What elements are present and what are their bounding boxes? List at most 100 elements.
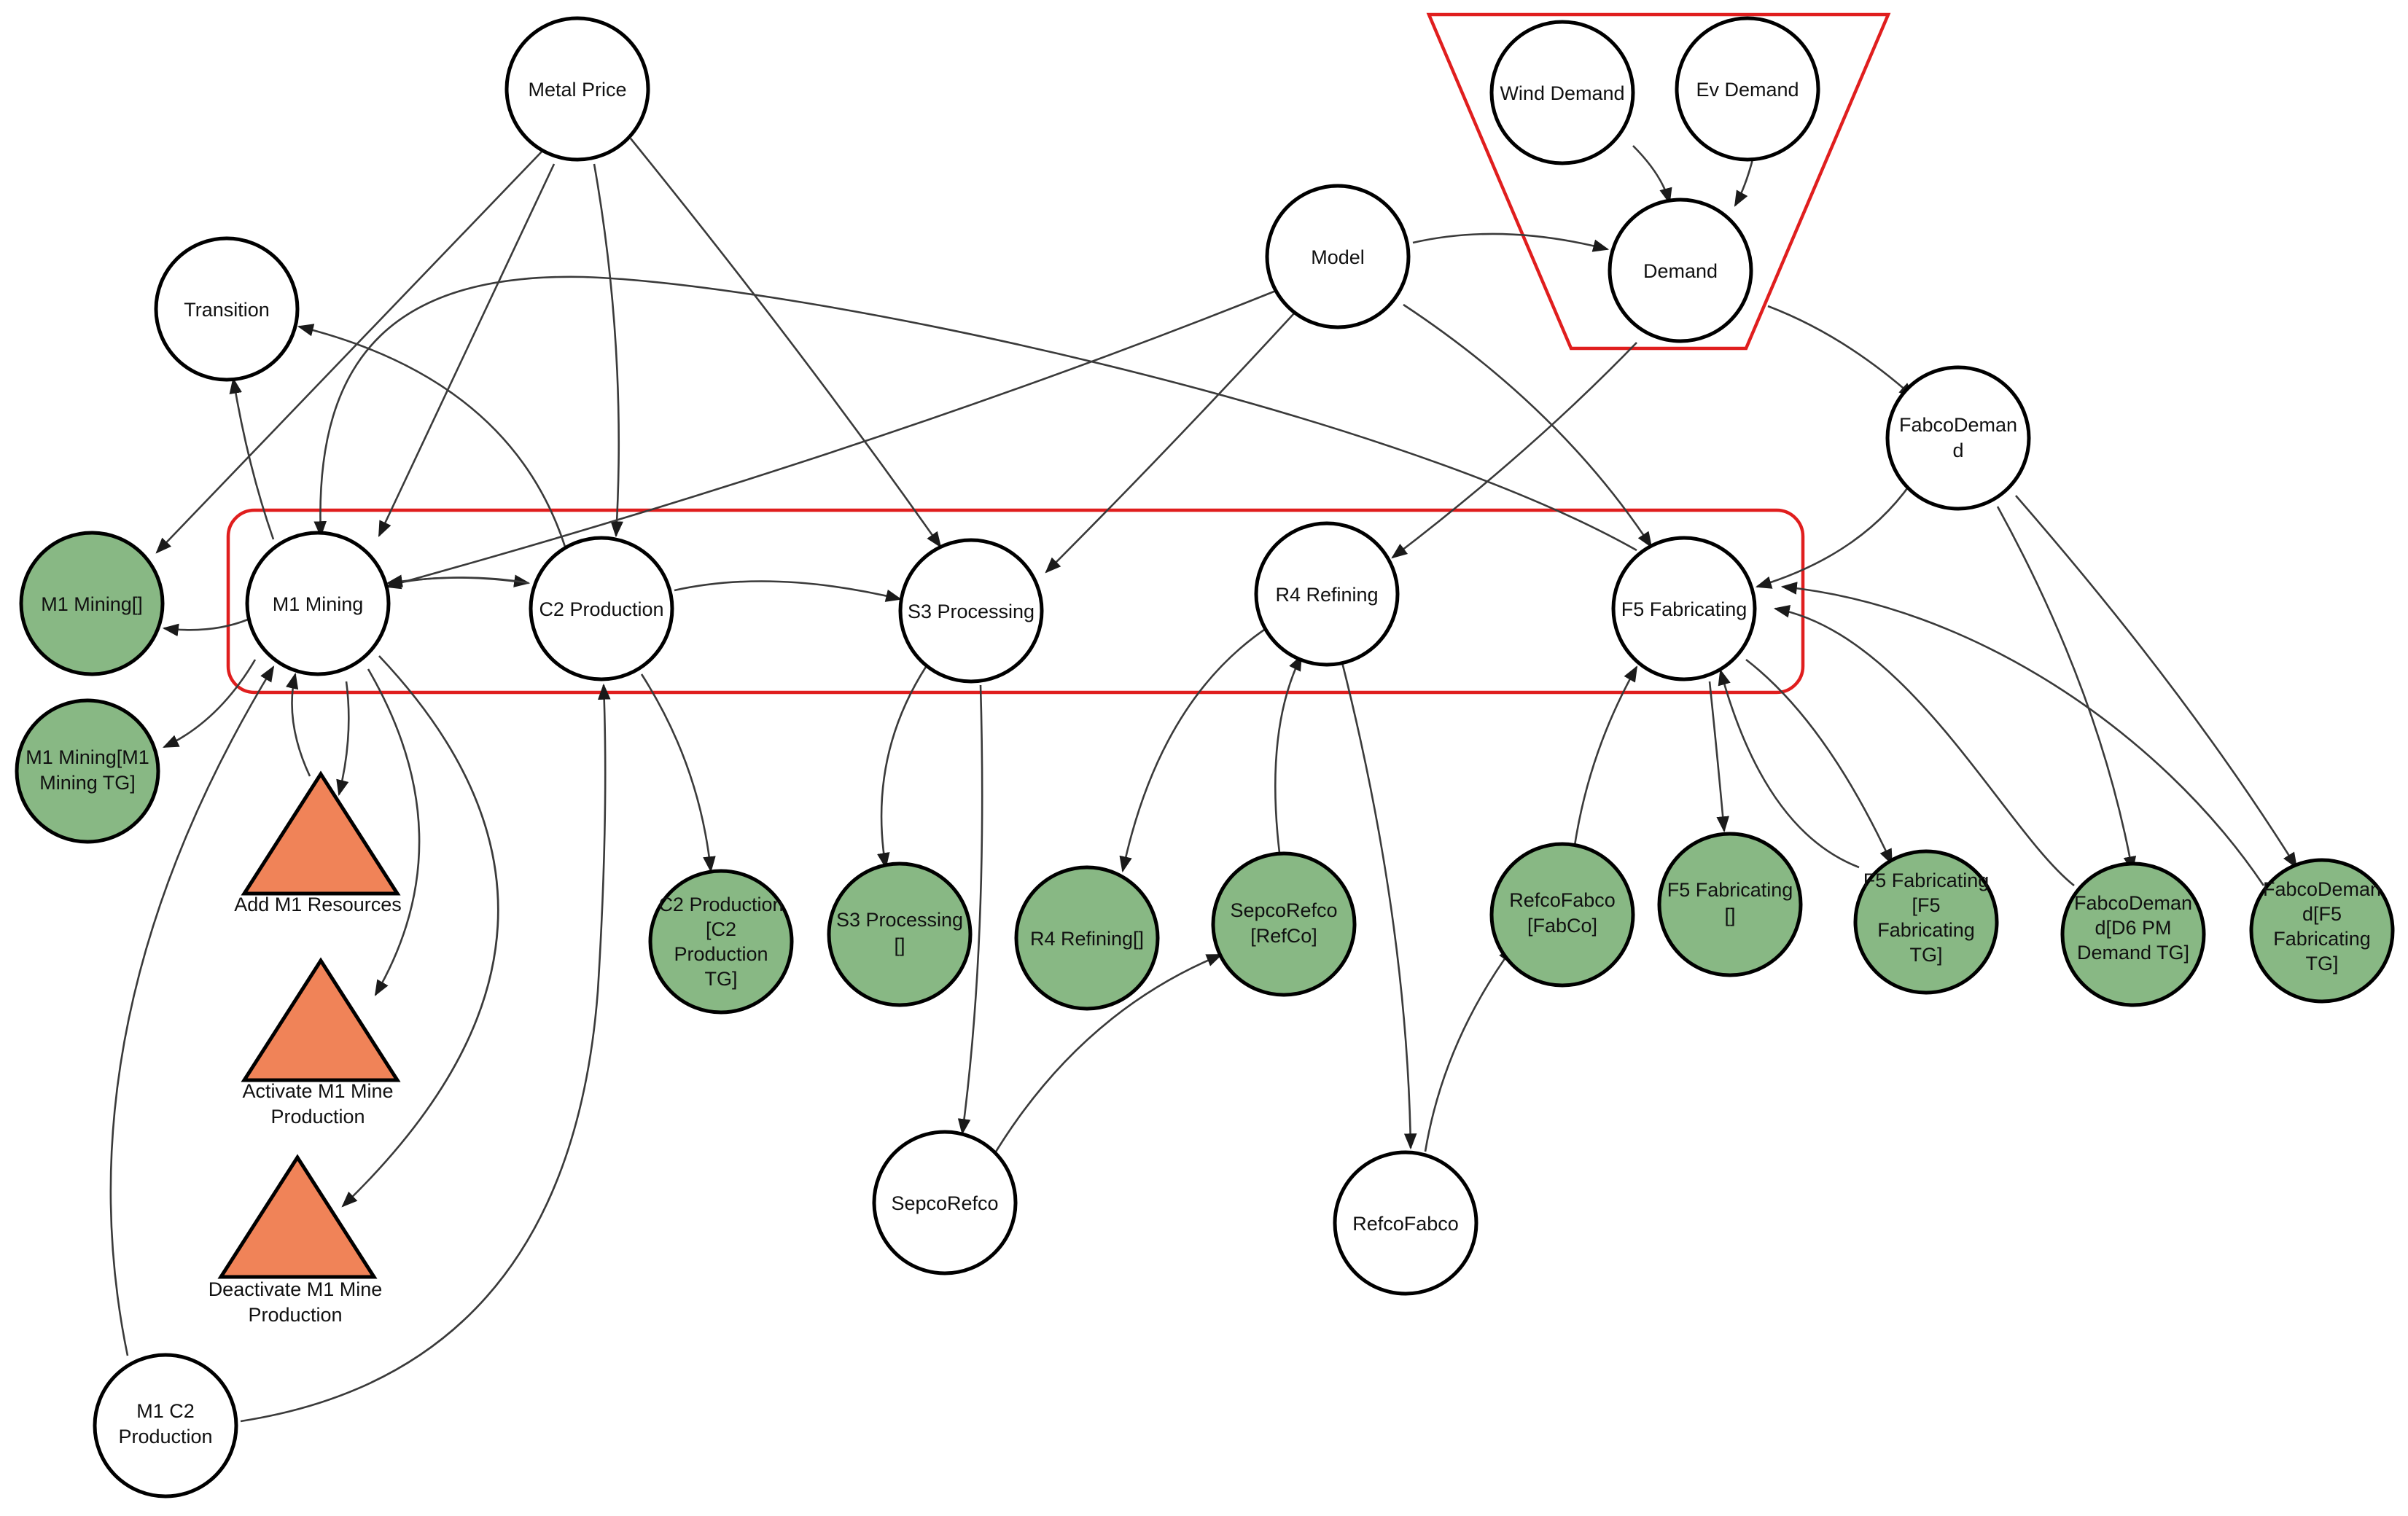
action-deactivate-m1-mine-production[interactable]: Deactivate M1 Mine Production	[209, 1154, 383, 1326]
node-transition[interactable]: Transition	[154, 236, 300, 382]
edge-f5-fabricating-tg-to-f5-fabricating	[1718, 668, 1860, 869]
node-refco-fabco-fabco[interactable]: RefcoFabco [FabCo]	[1489, 842, 1635, 988]
node-wind-demand[interactable]: Wind Demand	[1489, 20, 1635, 165]
node-demand[interactable]: Demand	[1608, 198, 1753, 343]
node-c2-production-tg[interactable]: C2 Production [C2 Production TG]	[648, 869, 794, 1015]
node-sepco-refco[interactable]: SepcoRefco	[872, 1130, 1018, 1275]
node-label-m1-mining-tg-1: M1 Mining[M1	[26, 746, 149, 768]
node-label-m1-c2-production-2: Production	[118, 1426, 212, 1447]
node-label-f5-fabricating: F5 Fabricating	[1621, 598, 1747, 620]
edge-s3-processing-to-sepco-refco	[957, 684, 983, 1136]
edge-c2-production-to-m1-mining	[386, 574, 529, 587]
node-label-demand: Demand	[1643, 260, 1718, 282]
node-label-metal-price: Metal Price	[528, 79, 626, 101]
edge-demand-to-fabco-demand	[1767, 305, 1915, 399]
edge-fabco-demand-to-fabco-demand-f5	[2015, 495, 2298, 869]
edge-metal-price-to-m1-mining-arr	[155, 149, 544, 554]
node-label-m1-mining-arr: M1 Mining[]	[41, 593, 143, 615]
value-chain-frame	[226, 508, 1805, 695]
edge-demand-to-r4-refining	[1391, 342, 1637, 559]
edge-refco-fabco-fabco-to-f5-fabricating	[1573, 665, 1638, 846]
action-label-deactivate-1: Deactivate M1 Mine	[209, 1278, 383, 1300]
node-metal-price[interactable]: Metal Price	[504, 16, 650, 162]
node-label-fabco-demand-1: FabcoDeman	[1899, 414, 2017, 436]
edge-m1-c2-production-to-m1-mining	[109, 665, 275, 1356]
action-label-activate-2: Production	[270, 1106, 365, 1128]
action-label-deactivate-2: Production	[248, 1304, 342, 1326]
node-label-sepco-refco-refco-1: SepcoRefco	[1230, 899, 1337, 921]
variable-nodes: M1 Mining[] M1 Mining[M1 Mining TG] C2 P…	[15, 531, 2395, 1015]
node-label-f5-fabricating-tg-4: TG]	[1910, 944, 1943, 966]
node-label-fabco-demand-2: d	[1952, 439, 1963, 461]
edge-ev-demand-to-demand	[1734, 156, 1755, 207]
edge-fabco-demand-to-f5-fabricating	[1755, 473, 1919, 589]
node-r4-refining[interactable]: R4 Refining	[1254, 521, 1400, 667]
edge-model-to-s3-processing	[1045, 313, 1295, 574]
edge-m1-mining-to-add-m1-resources	[336, 681, 350, 797]
node-ev-demand[interactable]: Ev Demand	[1675, 16, 1820, 162]
edge-model-to-demand	[1412, 233, 1610, 252]
node-f5-fabricating-tg[interactable]: F5 Fabricating [F5 Fabricating TG]	[1853, 849, 1999, 995]
node-m1-mining[interactable]: M1 Mining	[245, 531, 391, 676]
edge-m1-mining-to-m1-mining-tg	[163, 659, 257, 749]
node-label-m1-mining: M1 Mining	[273, 593, 364, 615]
node-label-r4-refining: R4 Refining	[1275, 584, 1378, 606]
edge-s3-processing-to-s3-processing-arr	[877, 666, 927, 870]
node-label-fabco-demand-f5-4: TG]	[2306, 953, 2339, 974]
node-sepco-refco-refco[interactable]: SepcoRefco [RefCo]	[1211, 851, 1357, 997]
node-label-sepco-refco: SepcoRefco	[891, 1192, 998, 1214]
node-label-c2-production: C2 Production	[539, 598, 663, 620]
node-f5-fabricating[interactable]: F5 Fabricating	[1611, 536, 1757, 681]
action-label-activate-1: Activate M1 Mine	[242, 1080, 393, 1102]
stock-nodes: Metal Price Wind Demand Ev Demand Demand…	[93, 16, 2031, 1499]
node-m1-mining-arr[interactable]: M1 Mining[]	[19, 531, 165, 676]
node-label-fabco-demand-f5-2: d[F5	[2302, 903, 2342, 925]
node-label-transition: Transition	[184, 299, 270, 321]
node-fabco-demand[interactable]: FabcoDeman d	[1885, 365, 2031, 511]
edge-r4-refining-to-r4-refining-arr	[1119, 625, 1269, 873]
edge-sepco-refco-to-sepco-refco-refco	[990, 953, 1223, 1160]
node-label-fabco-demand-d6-2: d[D6 PM	[2095, 917, 2171, 939]
node-c2-production[interactable]: C2 Production	[529, 536, 674, 681]
node-label-ev-demand: Ev Demand	[1696, 79, 1799, 101]
action-add-m1-resources[interactable]: Add M1 Resources	[234, 770, 402, 915]
node-label-fabco-demand-d6-3: Demand TG]	[2077, 942, 2189, 964]
node-s3-processing[interactable]: S3 Processing	[898, 538, 1044, 684]
node-s3-processing-arr[interactable]: S3 Processing []	[827, 861, 973, 1007]
node-fabco-demand-f5[interactable]: FabcoDeman d[F5 Fabricating TG]	[2249, 858, 2395, 1004]
node-label-sepco-refco-refco-2: [RefCo]	[1250, 925, 1317, 947]
edge-c2-production-to-s3-processing	[674, 580, 903, 602]
node-label-s3-processing: S3 Processing	[908, 601, 1034, 622]
node-label-refco-fabco: RefcoFabco	[1352, 1213, 1459, 1235]
edge-metal-price-to-c2-production	[593, 163, 623, 538]
edge-f5-fabricating-to-f5-fabricating-tg	[1745, 658, 1893, 865]
node-refco-fabco[interactable]: RefcoFabco	[1333, 1150, 1478, 1296]
edge-metal-price-to-s3-processing	[629, 138, 942, 548]
node-label-c2-production-tg-1: C2 Production	[658, 894, 783, 915]
edges	[109, 138, 2298, 1423]
node-r4-refining-arr[interactable]: R4 Refining[]	[1014, 865, 1160, 1011]
edge-fabco-demand-d6-to-f5-fabricating	[1773, 605, 2075, 887]
node-label-f5-fabricating-tg-2: [F5	[1912, 894, 1940, 916]
node-label-model: Model	[1311, 246, 1365, 268]
node-fabco-demand-d6[interactable]: FabcoDeman d[D6 PM Demand TG]	[2060, 861, 2206, 1007]
node-f5-fabricating-arr[interactable]: F5 Fabricating []	[1657, 832, 1803, 977]
node-label-wind-demand: Wind Demand	[1500, 82, 1624, 104]
action-nodes: Add M1 Resources Activate M1 Mine Produc…	[209, 770, 402, 1326]
node-label-fabco-demand-f5-3: Fabricating	[2273, 928, 2371, 950]
node-m1-mining-tg[interactable]: M1 Mining[M1 Mining TG]	[15, 698, 160, 844]
edge-model-to-m1-mining	[384, 286, 1284, 590]
demand-group-frame	[1426, 12, 1891, 351]
node-label-r4-refining-arr: R4 Refining[]	[1030, 928, 1144, 950]
node-label-f5-fabricating-tg-3: Fabricating	[1877, 919, 1975, 941]
action-activate-m1-mine-production[interactable]: Activate M1 Mine Production	[241, 957, 401, 1128]
edge-add-m1-resources-to-m1-mining	[285, 672, 311, 777]
node-label-m1-c2-production-1: M1 C2	[136, 1400, 195, 1422]
edge-m1-mining-to-m1-mining-arr	[162, 618, 249, 637]
node-label-c2-production-tg-2: [C2	[706, 918, 736, 940]
node-label-c2-production-tg-3: Production	[674, 943, 768, 965]
node-m1-c2-production[interactable]: M1 C2 Production	[93, 1353, 238, 1499]
node-label-fabco-demand-f5-1: FabcoDeman	[2263, 878, 2381, 900]
node-model[interactable]: Model	[1265, 184, 1411, 329]
